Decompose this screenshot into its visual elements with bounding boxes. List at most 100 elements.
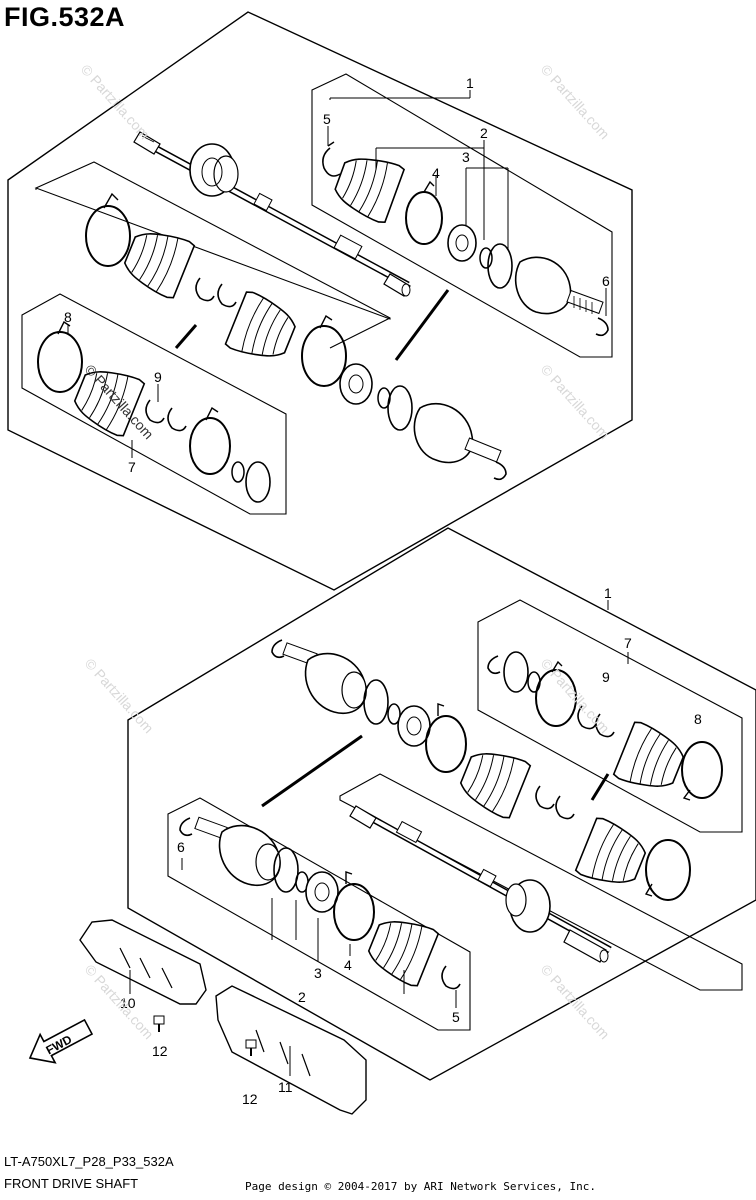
callout-lower-12a: 12	[152, 1043, 168, 1059]
upper-kit7-circlip	[231, 461, 245, 483]
lower-kit-frame-7	[477, 599, 743, 833]
upper-assembly	[7, 11, 633, 591]
lower-kit7-boot	[612, 719, 691, 799]
figure-code: LT-A750XL7_P28_P33_532A	[4, 1154, 174, 1169]
callouts-upper: 1 2 3 4 5 6 7 8 9	[64, 75, 610, 475]
figure-description: FRONT DRIVE SHAFT	[4, 1176, 139, 1191]
upper-kit-frame-7b	[21, 293, 287, 515]
upper-ring	[487, 243, 513, 289]
callouts-lower: 1 2 3 4 5 6 7 8 9 10 11 12 12	[120, 585, 702, 1107]
lower-inner-race-top	[397, 705, 431, 747]
fwd-arrow-icon	[28, 1018, 94, 1064]
lower-band-top	[425, 703, 467, 773]
lower-snap-ring-6	[179, 817, 193, 837]
callout-lower-9: 9	[602, 669, 610, 685]
upper-circlip	[479, 247, 493, 269]
lower-kit7-circlip	[527, 671, 541, 693]
upper-cv-boot-outer	[328, 147, 406, 225]
upper-snap-ring-end	[493, 461, 507, 481]
upper-kit7-band-large	[189, 406, 231, 475]
lower-upper-cv-housing	[282, 642, 367, 715]
lower-bolt-12b	[245, 1039, 257, 1056]
callout-lower-12b: 12	[242, 1091, 258, 1107]
callout-lower-3: 3	[314, 965, 322, 981]
upper-outer-cv-housing	[514, 256, 604, 315]
lower-snap-ring-top	[271, 639, 285, 659]
lower-bolt-12a	[153, 1015, 165, 1032]
upper-axle-shaft	[133, 131, 411, 297]
upper-band-8	[37, 320, 83, 393]
upper-boot-band-large	[301, 314, 347, 387]
lower-band-mid-a	[535, 785, 555, 810]
lower-cv-boot-top	[453, 741, 532, 821]
figure-title: FIG.532A	[4, 2, 126, 32]
callout-upper-3: 3	[462, 149, 470, 165]
upper-inner-race	[339, 363, 373, 405]
watermark-3: © Partzilla.com	[538, 361, 613, 442]
callout-upper-5: 5	[323, 111, 331, 127]
lower-band-4	[333, 871, 375, 941]
watermark-1: © Partzilla.com	[78, 61, 153, 142]
lower-guard-10	[79, 919, 207, 1005]
lower-cv-boot-kit2	[361, 909, 440, 989]
upper-kit-frame-2	[311, 73, 613, 358]
upper-cv-boot-inner	[223, 289, 302, 369]
callout-lower-7: 7	[624, 635, 632, 651]
lower-kit7-ring	[503, 651, 529, 693]
watermark-2: © Partzilla.com	[538, 61, 613, 142]
copyright-notice: Page design © 2004-2017 by ARI Network S…	[245, 1180, 596, 1193]
callout-upper-1: 1	[466, 75, 474, 91]
callout-lower-6: 6	[177, 839, 185, 855]
lower-pointer-b	[590, 773, 610, 801]
callout-upper-9: 9	[154, 369, 162, 385]
upper-band-9b	[167, 407, 187, 432]
callout-upper-8: 8	[64, 309, 72, 325]
callout-lower-8: 8	[694, 711, 702, 727]
lower-ring-2	[273, 847, 299, 893]
lower-pointer-a	[261, 734, 363, 808]
callout-lower-5: 5	[452, 1009, 460, 1025]
upper-pointer-a	[174, 324, 198, 349]
upper-band-9a	[145, 399, 165, 424]
lower-kit-frame-2	[167, 797, 471, 1031]
upper-ring-inner	[387, 385, 413, 431]
lower-assembly	[28, 527, 756, 1115]
lower-circlip-top	[387, 703, 401, 725]
callout-upper-6: 6	[602, 273, 610, 289]
lower-band-mid-b	[555, 795, 575, 820]
callout-upper-4: 4	[432, 165, 440, 181]
lower-outer-frame	[127, 527, 756, 1081]
upper-small-band-a	[195, 277, 215, 302]
lower-inner-race-3	[305, 871, 339, 913]
upper-small-band-b	[217, 283, 237, 308]
callout-upper-7: 7	[128, 459, 136, 475]
watermark-7: © Partzilla.com	[538, 961, 613, 1042]
callout-lower-1: 1	[604, 585, 612, 601]
lower-outer-cv-housing	[194, 816, 281, 887]
lower-axle-shaft	[349, 805, 612, 963]
upper-outer-frame	[7, 11, 633, 591]
upper-pointer-b	[394, 289, 450, 361]
upper-boot-band-4	[405, 180, 443, 245]
lower-band-5	[441, 965, 461, 990]
callout-lower-10: 10	[120, 995, 136, 1011]
lower-band-right	[644, 839, 691, 901]
lower-guard-11	[215, 985, 367, 1115]
callout-upper-2: 2	[480, 125, 488, 141]
lower-kit-frame-inner	[339, 773, 743, 991]
upper-kit7-ring	[245, 461, 271, 503]
lower-band-9b	[595, 713, 615, 738]
upper-boot-band-5	[322, 141, 341, 177]
callout-lower-11: 11	[278, 1079, 293, 1095]
lower-ring-top	[363, 679, 389, 725]
callout-lower-2: 2	[298, 989, 306, 1005]
upper-snap-ring-6	[595, 317, 609, 337]
upper-boot-band-left	[85, 192, 131, 267]
callout-lower-4: 4	[344, 957, 352, 973]
watermark-5: © Partzilla.com	[82, 655, 157, 736]
lower-band-8	[681, 741, 723, 801]
lower-kit7-snap	[487, 655, 501, 675]
upper-inner-cv-housing	[413, 402, 502, 464]
upper-inner-race-3	[447, 224, 477, 262]
